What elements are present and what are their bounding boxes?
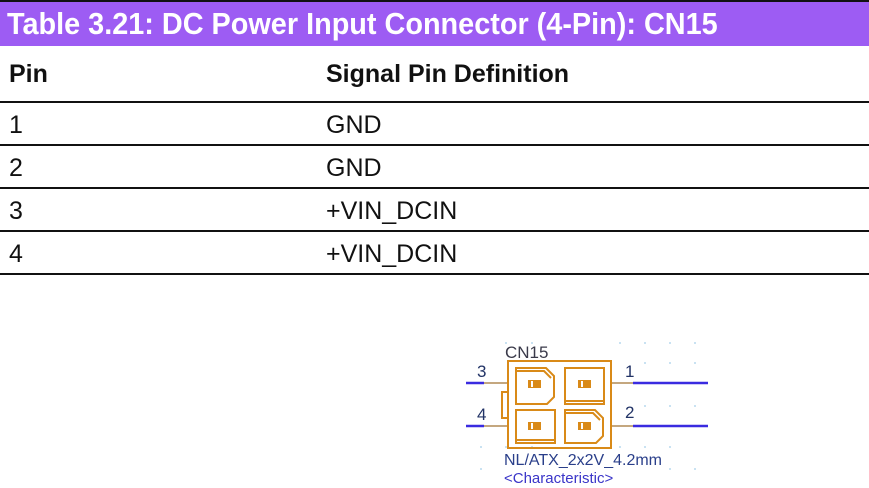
pin-label-2: 2 xyxy=(625,403,634,422)
table-row-signal: +VIN_DCIN xyxy=(326,197,458,225)
grid-dots xyxy=(480,342,696,470)
table-row-pin: 4 xyxy=(9,240,23,268)
row-divider xyxy=(0,101,869,103)
table-row-signal: +VIN_DCIN xyxy=(326,240,458,268)
column-header-signal: Signal Pin Definition xyxy=(326,60,570,88)
table-row-pin: 3 xyxy=(9,197,23,225)
row-divider xyxy=(0,187,869,189)
row-divider xyxy=(0,273,869,275)
connector-schematic: CN15 3 4 1 2 NL/ATX_2x2V_4.2mm <Characte… xyxy=(466,342,708,487)
connector-body xyxy=(501,360,612,449)
pin-label-1: 1 xyxy=(625,362,634,381)
pin-label-3: 3 xyxy=(477,362,486,381)
row-divider xyxy=(0,144,869,146)
column-header-pin: Pin xyxy=(9,60,48,88)
row-divider xyxy=(0,230,869,232)
pin-label-4: 4 xyxy=(477,405,486,424)
table-title-bar: Table 3.21: DC Power Input Connector (4-… xyxy=(0,0,869,46)
connector-ref-label: CN15 xyxy=(505,343,548,362)
pin-wires xyxy=(466,381,708,428)
table-title: Table 3.21: DC Power Input Connector (4-… xyxy=(7,6,718,41)
table-row-pin: 2 xyxy=(9,154,23,182)
characteristic-label: <Characteristic> xyxy=(504,470,613,487)
table-row-signal: GND xyxy=(326,154,382,182)
pad-highlights xyxy=(531,381,583,429)
table-row-pin: 1 xyxy=(9,111,23,139)
pin-pads xyxy=(528,380,591,430)
table-row-signal: GND xyxy=(326,111,382,139)
part-number-label: NL/ATX_2x2V_4.2mm xyxy=(504,452,662,469)
